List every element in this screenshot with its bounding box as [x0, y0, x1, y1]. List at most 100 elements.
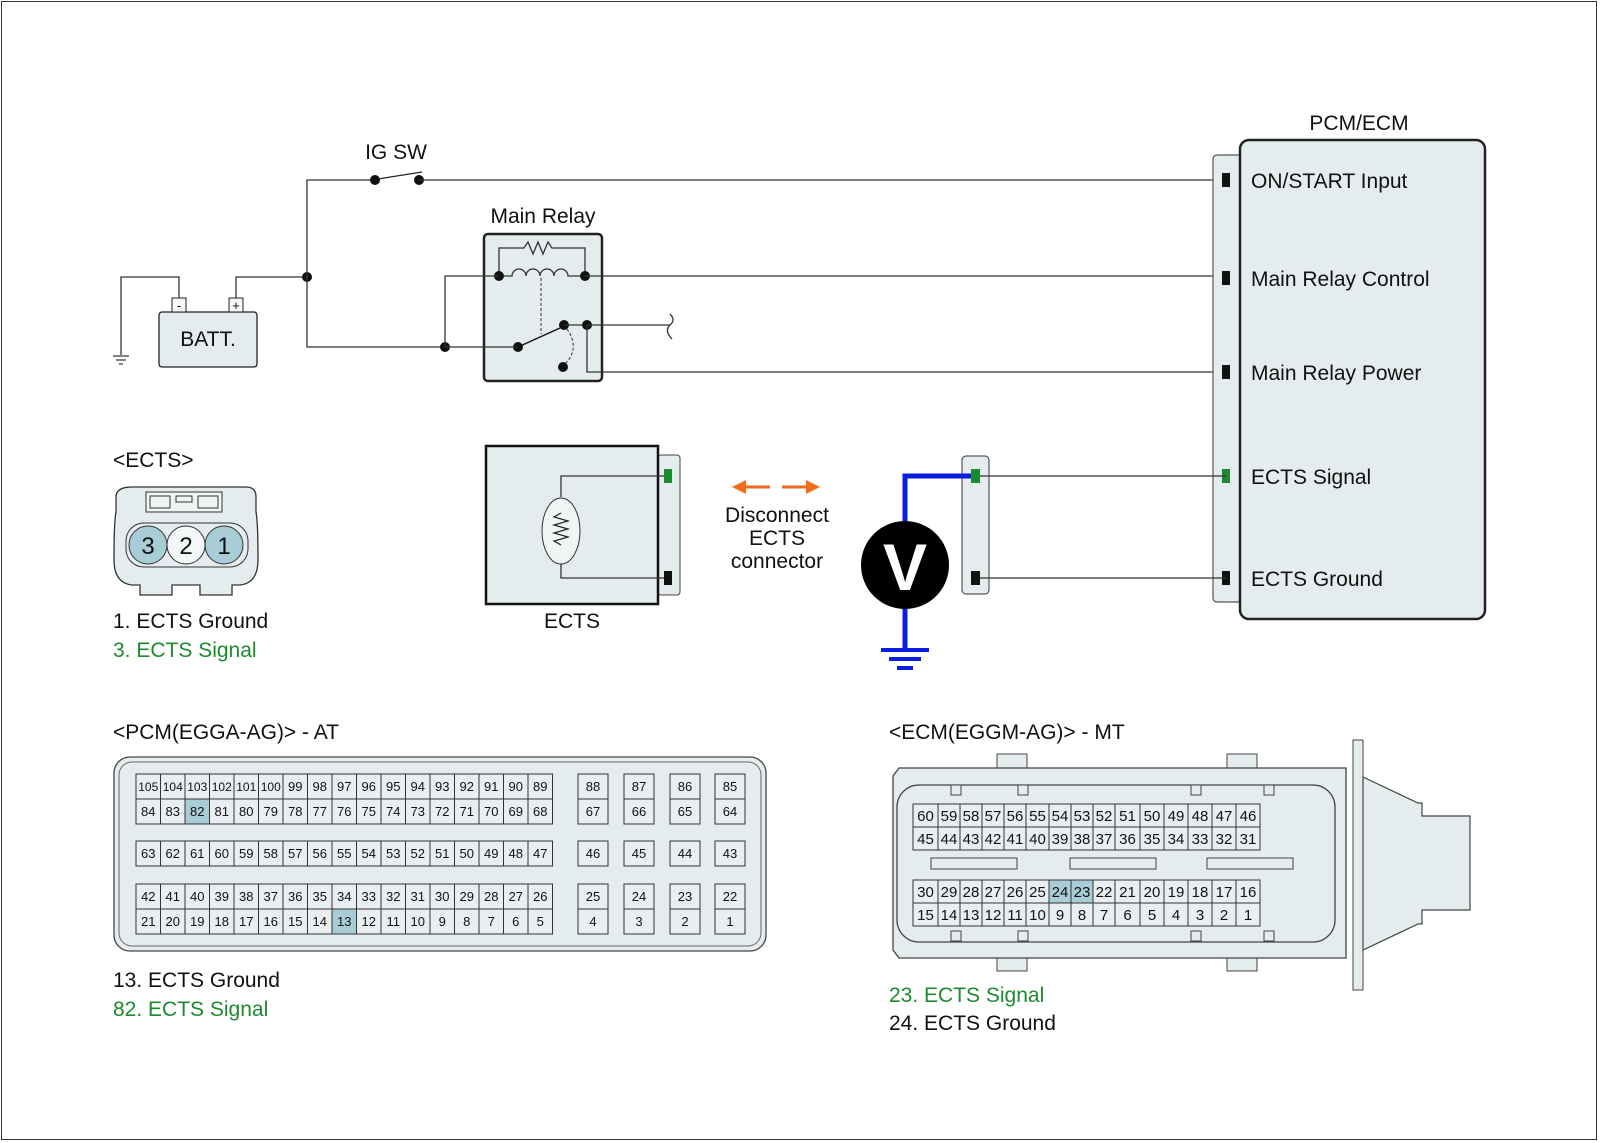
pcm-pin-cell	[160, 883, 186, 910]
pcm-pin-cell	[160, 798, 186, 825]
pcm-pin-number: 86	[678, 779, 692, 794]
pcm-pin-cell	[233, 840, 259, 867]
disconnect-arrows-icon	[732, 480, 820, 494]
ecm-pin-number: 2	[1220, 907, 1228, 924]
pcm-pin-number: 25	[586, 889, 600, 904]
pcm-pin-number: 37	[264, 889, 278, 904]
pcm-pin-number: 20	[166, 914, 180, 929]
ecm-pin-number: 42	[985, 831, 1002, 848]
pcm-pin-number: 66	[632, 804, 646, 819]
ignition-switch-icon	[370, 171, 424, 185]
ecm-pin-number: 40	[1029, 831, 1046, 848]
pcm-pin-cell	[307, 883, 333, 910]
ecm-pin-number: 37	[1096, 831, 1113, 848]
ecm-connector-title: <ECM(EGGM-AG)> - MT	[889, 721, 1125, 744]
pcm-pin-number: 2	[681, 914, 688, 929]
pcm-pin-cell	[669, 908, 701, 935]
pcm-pin-number: 7	[488, 914, 495, 929]
pcm-pin-cell	[380, 773, 406, 800]
module-pin-marker	[1222, 365, 1230, 379]
ecm-pin-number: 39	[1052, 831, 1069, 848]
ecm-pin-number: 28	[963, 884, 980, 901]
pcm-pin-number: 76	[337, 804, 351, 819]
ects-pin-number: 2	[179, 533, 192, 560]
ecm-pin-number: 51	[1119, 808, 1136, 825]
pcm-pin-number: 6	[512, 914, 519, 929]
pcm-pin-number: 84	[141, 804, 155, 819]
ecm-pin-number: 60	[917, 808, 934, 825]
voltmeter-symbol: V	[883, 530, 927, 604]
pcm-pin-number: 97	[337, 779, 351, 794]
pcm-pin-cell	[307, 908, 333, 935]
pcm-pin-number: 44	[678, 846, 692, 861]
pcm-pin-cell	[233, 883, 259, 910]
pcm-pin-number: 53	[386, 846, 400, 861]
battery-label: BATT.	[180, 328, 236, 351]
pcm-pin-number: 91	[484, 779, 498, 794]
pcm-pin-number: 27	[509, 889, 523, 904]
ects-legend-2: 3. ECTS Signal	[113, 639, 257, 662]
pcm-pin-number: 16	[264, 914, 278, 929]
ecm-pin-number: 34	[1168, 831, 1185, 848]
pcm-pin-cell	[478, 840, 504, 867]
pcm-pin-cell	[135, 883, 161, 910]
pcm-pin-cell	[478, 798, 504, 825]
pcm-pin-cell	[307, 840, 333, 867]
pcm-pin-number: 93	[435, 779, 449, 794]
pcm-pin-number: 34	[337, 889, 351, 904]
battery: - + BATT.	[158, 297, 258, 368]
ecm-pin-number: 13	[963, 907, 980, 924]
ecm-pin-number: 59	[941, 808, 958, 825]
ecm-pin-number: 54	[1052, 808, 1069, 825]
pcm-pin-cell	[527, 773, 553, 800]
pcm-pin-number: 22	[723, 889, 737, 904]
ecm-pin-number: 48	[1192, 808, 1209, 825]
ecm-pin-number: 33	[1192, 831, 1209, 848]
thermistor-icon	[551, 512, 571, 546]
ecm-pin-number: 46	[1240, 808, 1257, 825]
pcm-pin-number: 32	[386, 889, 400, 904]
ecm-pin-number: 17	[1216, 884, 1233, 901]
pcm-pin-cell	[135, 840, 161, 867]
pcm-pin-number: 79	[264, 804, 278, 819]
pcm-pin-cell	[380, 908, 406, 935]
pcm-pin-number: 38	[239, 889, 253, 904]
pcm-pin-cell	[258, 883, 284, 910]
pcm-pin-number: 31	[411, 889, 425, 904]
ecm-pin-number: 32	[1216, 831, 1233, 848]
pcm-pin-cell	[503, 840, 529, 867]
pcm-pin-cell	[623, 908, 655, 935]
pcm-pin-cell	[135, 773, 161, 800]
pcm-pin-cell	[714, 773, 746, 800]
ecm-pin-number: 21	[1119, 884, 1136, 901]
ecm-pin-number: 56	[1007, 808, 1024, 825]
disconnect-line-1: Disconnect	[725, 504, 829, 527]
pcm-pin-number: 4	[589, 914, 596, 929]
pcm-pin-cell	[577, 840, 609, 867]
ecm-pin-number: 47	[1216, 808, 1233, 825]
pcm-pin-number: 55	[337, 846, 351, 861]
pcm-pin-number: 99	[288, 779, 302, 794]
ecm-pin-number: 26	[1007, 884, 1024, 901]
ects-sensor: ECTS	[484, 444, 681, 633]
pcm-pin-number: 74	[386, 804, 400, 819]
pcm-pin-number: 70	[484, 804, 498, 819]
pcm-pin-number: 45	[632, 846, 646, 861]
pcm-pin-number: 49	[484, 846, 498, 861]
ecm-pin-number: 10	[1029, 907, 1046, 924]
pcm-pin-number: 103	[187, 780, 207, 794]
pcm-pin-cell	[331, 883, 357, 910]
pcm-pin-cell	[233, 798, 259, 825]
pcm-pin-cell	[623, 798, 655, 825]
ecm-pin-number: 14	[941, 907, 958, 924]
pcm-pin-number: 48	[509, 846, 523, 861]
pcm-pin-number: 47	[533, 846, 547, 861]
pcm-pin-number: 50	[460, 846, 474, 861]
ecm-pin-number: 20	[1144, 884, 1161, 901]
ecm-pin-number: 19	[1168, 884, 1185, 901]
pcm-pin-number: 33	[362, 889, 376, 904]
ecm-pin-number: 53	[1074, 808, 1091, 825]
